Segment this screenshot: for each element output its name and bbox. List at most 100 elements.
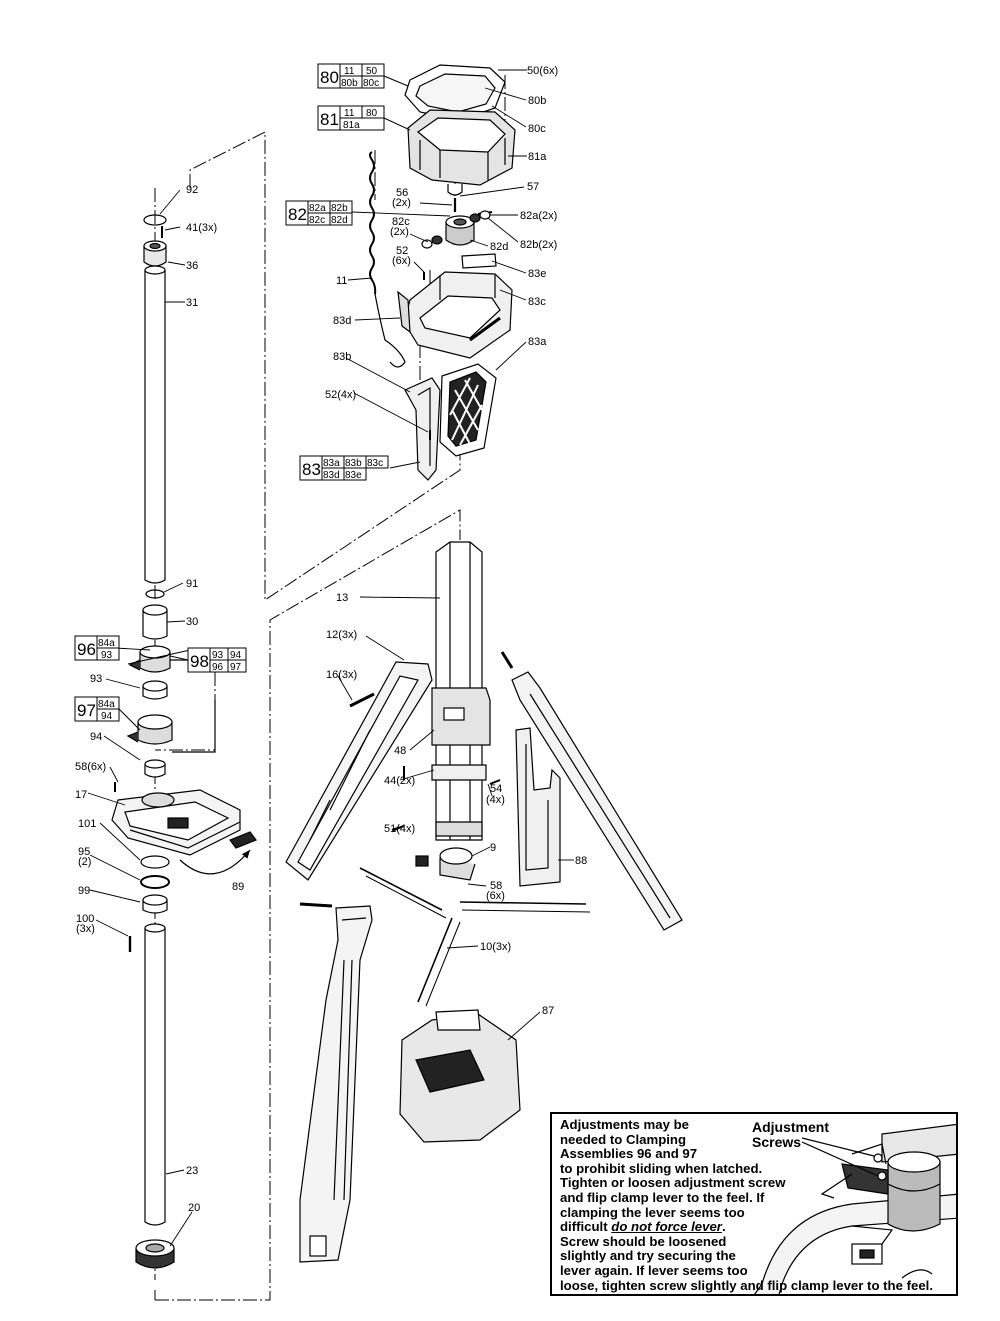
assembly-81-box: 81 11 80 81a bbox=[317, 105, 411, 131]
svg-text:80: 80 bbox=[320, 68, 339, 87]
callout-83c: 83c bbox=[528, 296, 546, 308]
callout-52-4x: 52(4x) bbox=[325, 389, 356, 401]
assembly-82-box: 82 82a 82b 82c 82d bbox=[285, 200, 353, 226]
callout-82d: 82d bbox=[490, 241, 508, 253]
callout-80b: 80b bbox=[528, 95, 546, 107]
svg-text:96: 96 bbox=[77, 640, 96, 659]
svg-text:84a: 84a bbox=[98, 638, 115, 649]
svg-text:50: 50 bbox=[366, 66, 378, 77]
callout-82c: 82c bbox=[392, 216, 410, 228]
svg-text:82a: 82a bbox=[309, 203, 326, 214]
svg-text:11: 11 bbox=[344, 66, 355, 77]
callout-48: 48 bbox=[394, 745, 406, 757]
adjustment-note: Adjustment Screws Adjustments may be nee… bbox=[550, 1112, 958, 1296]
callout-93: 93 bbox=[90, 673, 102, 685]
assembly-83-box: 83 83a 83b 83c 83d 83e bbox=[299, 455, 389, 481]
callout-58b-qty: (6x) bbox=[486, 890, 505, 902]
callout-82a: 82a(2x) bbox=[520, 210, 557, 222]
callout-95: 95 bbox=[78, 846, 90, 858]
svg-text:83b: 83b bbox=[345, 458, 362, 469]
callout-94: 94 bbox=[90, 731, 102, 743]
callout-89: 89 bbox=[232, 881, 244, 893]
callout-23: 23 bbox=[186, 1165, 198, 1177]
svg-text:82d: 82d bbox=[331, 215, 348, 226]
callout-31: 31 bbox=[186, 297, 198, 309]
callout-99: 99 bbox=[78, 885, 90, 897]
callout-36: 36 bbox=[186, 260, 198, 272]
svg-text:81a: 81a bbox=[343, 120, 360, 131]
adjustment-note-text: Adjustments may be needed to Clamping As… bbox=[560, 1117, 933, 1293]
callout-82c-qty: (2x) bbox=[390, 226, 409, 238]
svg-text:97: 97 bbox=[77, 701, 96, 720]
light-head-assembly bbox=[369, 64, 516, 481]
assembly-80-box: 80 11 50 80b 80c bbox=[317, 63, 409, 89]
callout-labels: 50(6x) 80b 80c 81a 57 56 (2x) 82a(2x) 82… bbox=[75, 65, 587, 1214]
callout-101: 101 bbox=[78, 818, 96, 830]
callout-52-qty: (6x) bbox=[392, 255, 411, 267]
callout-87: 87 bbox=[542, 1005, 554, 1017]
callout-100: 100 bbox=[76, 913, 94, 925]
svg-text:94: 94 bbox=[230, 650, 242, 661]
svg-text:98: 98 bbox=[190, 652, 209, 671]
svg-text:82b: 82b bbox=[331, 203, 348, 214]
callout-54: 54 bbox=[490, 783, 502, 795]
assembly-98-box: 98 93 94 96 97 bbox=[187, 647, 247, 673]
callout-20: 20 bbox=[188, 1202, 200, 1214]
svg-text:83a: 83a bbox=[323, 458, 340, 469]
callout-83a: 83a bbox=[528, 336, 547, 348]
svg-text:82: 82 bbox=[288, 205, 307, 224]
svg-text:83d: 83d bbox=[323, 470, 340, 481]
callout-56-qty: (2x) bbox=[392, 197, 411, 209]
svg-text:83e: 83e bbox=[345, 470, 362, 481]
callout-16: 16(3x) bbox=[326, 669, 357, 681]
svg-text:96: 96 bbox=[212, 662, 224, 673]
callout-13: 13 bbox=[336, 592, 348, 604]
callout-83e: 83e bbox=[528, 268, 546, 280]
svg-text:80: 80 bbox=[366, 108, 378, 119]
clamp-detail-illustration bbox=[754, 1123, 956, 1294]
svg-text:93: 93 bbox=[212, 650, 224, 661]
callout-57: 57 bbox=[527, 181, 539, 193]
leader-lines bbox=[87, 69, 574, 1247]
callout-83d: 83d bbox=[333, 315, 351, 327]
callout-92: 92 bbox=[186, 184, 198, 196]
callout-58: 58(6x) bbox=[75, 761, 106, 773]
do-not-force-warning: do not force lever bbox=[611, 1219, 722, 1235]
callout-41: 41(3x) bbox=[186, 222, 217, 234]
callout-82b: 82b(2x) bbox=[520, 239, 557, 251]
callout-51: 51(4x) bbox=[384, 823, 415, 835]
svg-text:81: 81 bbox=[320, 110, 339, 129]
adjustment-screws-label: Adjustment Screws bbox=[752, 1119, 829, 1150]
callout-50: 50(6x) bbox=[527, 65, 558, 77]
callout-91: 91 bbox=[186, 578, 198, 590]
svg-text:80b: 80b bbox=[341, 78, 358, 89]
callout-100-qty: (3x) bbox=[76, 923, 95, 935]
svg-text:94: 94 bbox=[101, 711, 113, 722]
callout-44: 44(2x) bbox=[384, 775, 415, 787]
svg-text:83c: 83c bbox=[367, 458, 383, 469]
svg-text:97: 97 bbox=[230, 662, 242, 673]
callout-9: 9 bbox=[490, 842, 496, 854]
svg-text:93: 93 bbox=[101, 650, 113, 661]
left-pole-assembly bbox=[111, 214, 257, 1269]
callout-12: 12(3x) bbox=[326, 629, 357, 641]
assembly-96-box: 96 84a 93 bbox=[74, 635, 120, 661]
callout-88: 88 bbox=[575, 855, 587, 867]
callout-52: 52 bbox=[396, 245, 408, 257]
callout-54-qty: (4x) bbox=[486, 794, 505, 806]
svg-text:11: 11 bbox=[344, 108, 355, 119]
callout-17: 17 bbox=[75, 789, 87, 801]
svg-text:83: 83 bbox=[302, 460, 321, 479]
callout-30: 30 bbox=[186, 616, 198, 628]
svg-text:82c: 82c bbox=[309, 215, 325, 226]
callout-56: 56 bbox=[396, 187, 408, 199]
callout-58b: 58 bbox=[490, 880, 502, 892]
callout-95-qty: (2) bbox=[78, 856, 91, 868]
svg-text:84a: 84a bbox=[98, 699, 115, 710]
callout-11: 11 bbox=[336, 275, 347, 287]
svg-text:80c: 80c bbox=[363, 78, 379, 89]
assembly-97-box: 97 84a 94 bbox=[74, 696, 141, 731]
callout-83b: 83b bbox=[333, 351, 351, 363]
callout-10: 10(3x) bbox=[480, 941, 511, 953]
callout-81a: 81a bbox=[528, 151, 547, 163]
